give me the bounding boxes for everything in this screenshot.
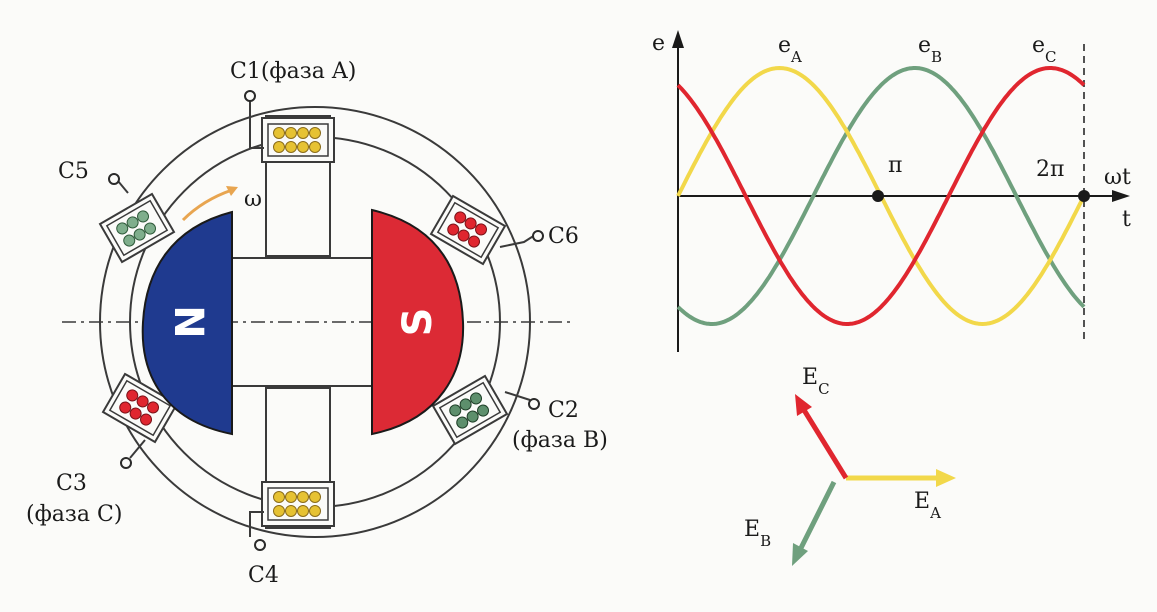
- generator-cross-section: N S ω C1(фаза A) C5 C6 C2 (фаза B) C: [26, 59, 608, 588]
- phasor-label-eb: EB: [744, 517, 771, 550]
- coil-slot-c6: [429, 194, 507, 266]
- curve-label-eb: eB: [918, 33, 942, 66]
- label-c3: C3: [56, 471, 87, 496]
- terminal-c6: [532, 230, 544, 242]
- terminal-c1: [244, 90, 256, 102]
- phasor-label-ec: EC: [802, 365, 830, 398]
- rotation-arrow: [181, 188, 233, 222]
- phasor-eb-head: [792, 543, 808, 566]
- curve-label-ec: eC: [1032, 33, 1057, 66]
- coil-slot-c5: [98, 192, 176, 264]
- terminal-leads: [117, 101, 536, 537]
- curve-label-ea: eA: [778, 33, 802, 66]
- phasor-ea-head: [936, 469, 956, 487]
- pi-label: π: [888, 153, 902, 178]
- terminal-c4: [254, 539, 266, 551]
- graph-x-axis-arrow: [1112, 190, 1130, 202]
- label-c3-phase: (фаза C): [26, 502, 122, 527]
- graph-x-axis-label-t: t: [1122, 207, 1131, 232]
- terminal-c3: [120, 457, 132, 469]
- graph-y-axis-label: e: [652, 31, 665, 56]
- curve-phase-b: [676, 66, 1086, 326]
- pi-marker-dot: [872, 190, 884, 202]
- curve-phase-c: [676, 66, 1086, 326]
- label-c4: C4: [248, 563, 279, 588]
- pole-label-north: N: [165, 305, 211, 338]
- rotor-pole-south: [371, 208, 465, 436]
- coil-slot-c1: [261, 117, 335, 163]
- terminal-c2: [528, 398, 540, 410]
- coil-slot-c2: [431, 374, 509, 446]
- graph-y-axis-arrow: [672, 30, 684, 48]
- phasor-eb: [797, 480, 837, 552]
- two-pi-marker-dot: [1078, 190, 1090, 202]
- label-c2: C2: [548, 398, 579, 423]
- two-pi-label: 2π: [1036, 157, 1064, 182]
- label-c6: C6: [548, 224, 579, 249]
- label-c2-phase: (фаза B): [512, 428, 608, 453]
- pole-label-south: S: [395, 308, 441, 337]
- label-c1: C1(фаза A): [230, 59, 356, 84]
- rotor-pole-north: [141, 210, 233, 436]
- phasor-label-ea: EA: [914, 489, 941, 522]
- coil-slot-c3: [101, 372, 179, 444]
- terminal-c5: [108, 173, 120, 185]
- rotation-arrow-head: [226, 186, 238, 196]
- graph-x-axis-label-omega-t: ωt: [1104, 165, 1131, 190]
- label-c5: C5: [58, 159, 89, 184]
- omega-label: ω: [244, 187, 262, 212]
- phasor-ec: [801, 408, 849, 480]
- terminal-dots: [108, 90, 544, 551]
- coil-slot-c4: [261, 481, 335, 527]
- phasor-diagram: EC EA EB: [744, 365, 956, 566]
- phasor-ec-head: [795, 394, 812, 416]
- waveform-graph: e ωt t π 2π eA eB eC: [652, 30, 1131, 352]
